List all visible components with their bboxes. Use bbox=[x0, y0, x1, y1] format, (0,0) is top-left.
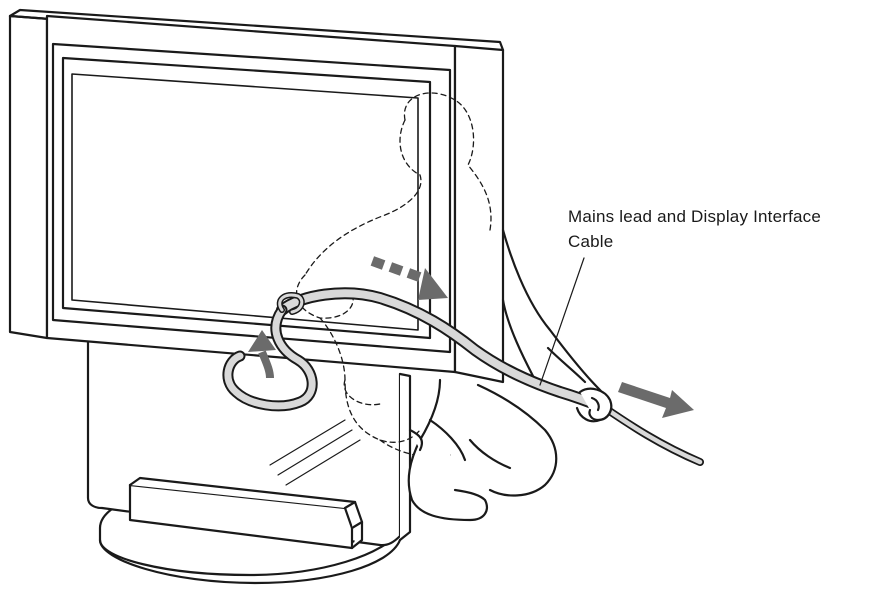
hand bbox=[578, 387, 613, 422]
dashed-arrow-icon bbox=[370, 256, 448, 300]
foot-bar bbox=[128, 476, 364, 550]
callout-line-2: Cable bbox=[568, 232, 614, 251]
person bbox=[407, 228, 610, 522]
curved-arrow-icon bbox=[258, 350, 274, 379]
cable bbox=[222, 287, 704, 466]
monitor bbox=[8, 8, 505, 384]
solid-arrow-icon bbox=[618, 382, 694, 418]
curved-arrow-head bbox=[248, 330, 276, 352]
cable-callout-label: Mains lead and Display Interface Cable bbox=[568, 204, 883, 254]
callout-leader bbox=[539, 257, 585, 386]
callout-line-1: Mains lead and Display Interface bbox=[568, 207, 822, 226]
